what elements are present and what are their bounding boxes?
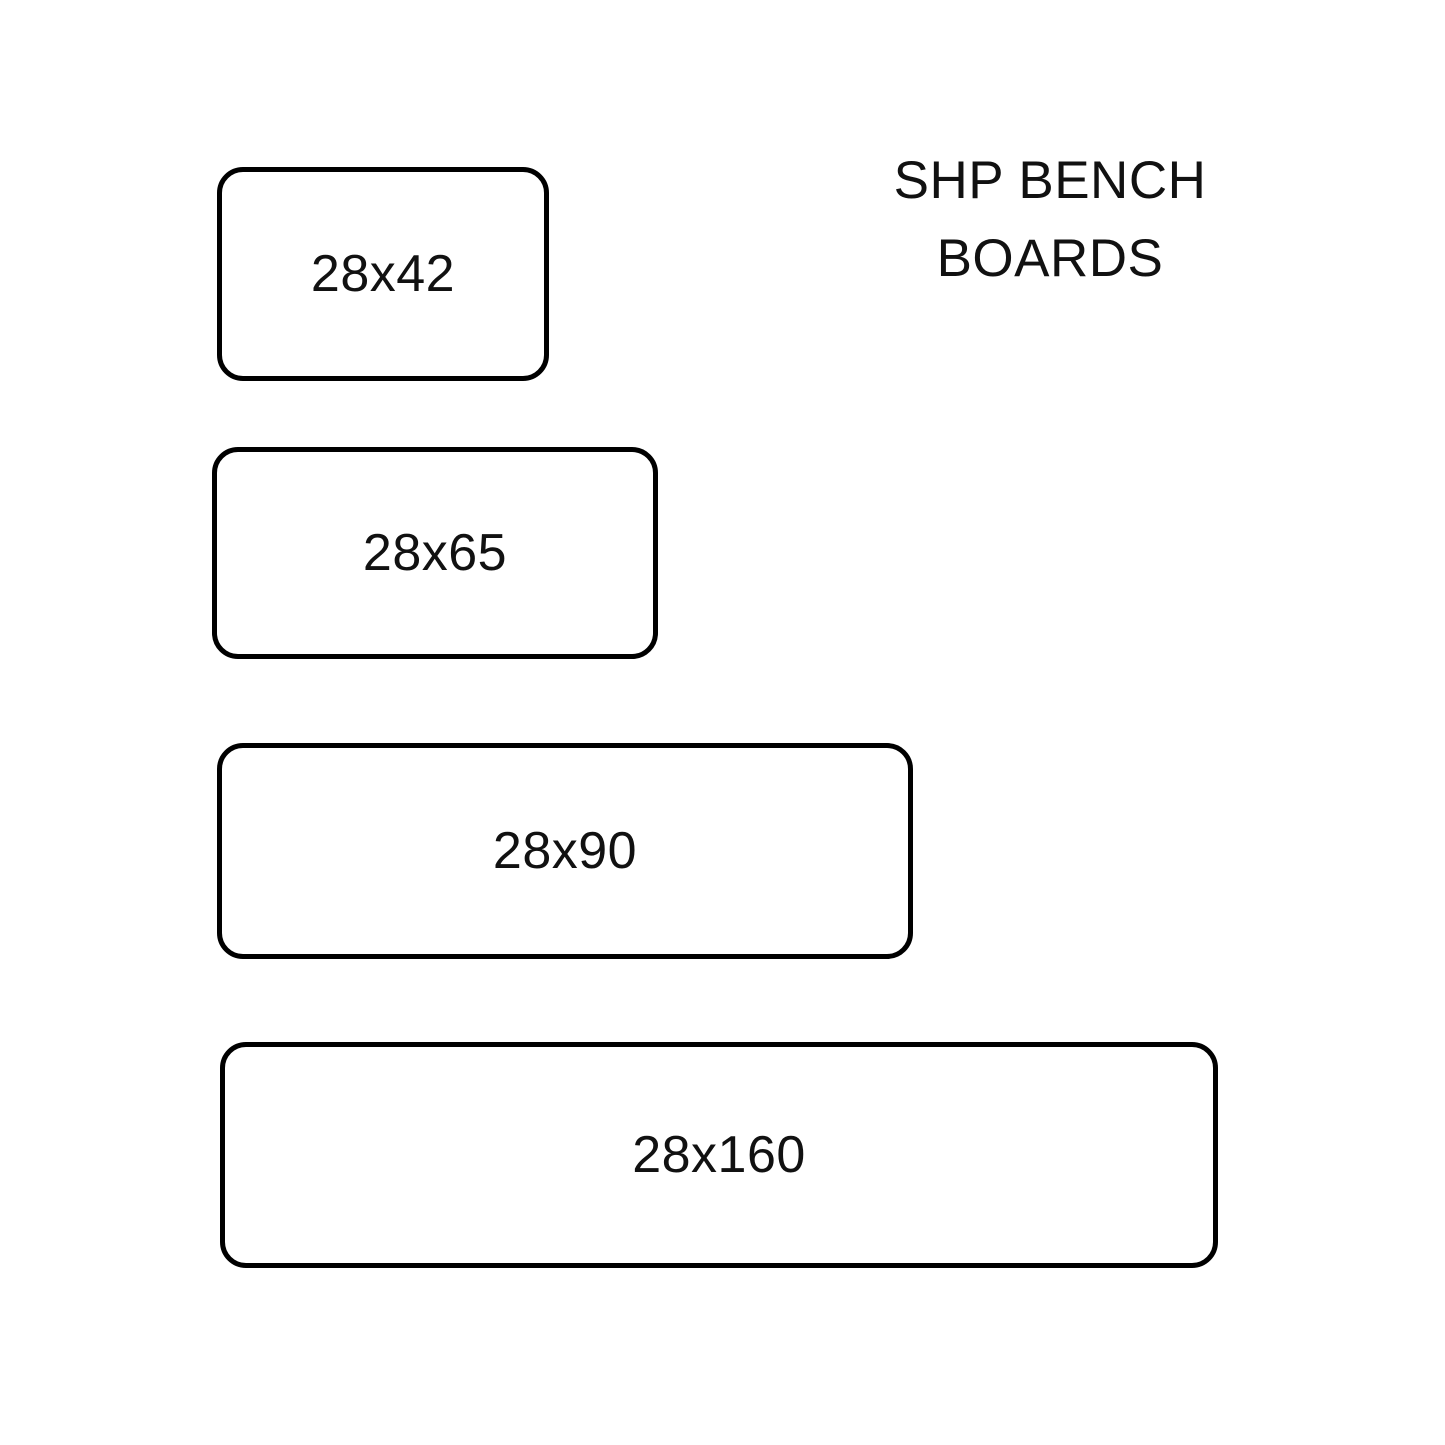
board-28x160: 28x160 <box>220 1042 1218 1268</box>
board-label: 28x160 <box>632 1126 806 1184</box>
title-line-1: SHP BENCH <box>893 151 1207 210</box>
diagram-title: SHP BENCH BOARDS <box>840 142 1260 298</box>
board-28x65: 28x65 <box>212 447 658 659</box>
board-label: 28x65 <box>362 524 508 582</box>
board-label: 28x90 <box>492 822 638 880</box>
title-line-2: BOARDS <box>936 229 1164 288</box>
board-28x42: 28x42 <box>217 167 549 381</box>
board-label: 28x42 <box>310 245 456 303</box>
board-28x90: 28x90 <box>217 743 913 959</box>
